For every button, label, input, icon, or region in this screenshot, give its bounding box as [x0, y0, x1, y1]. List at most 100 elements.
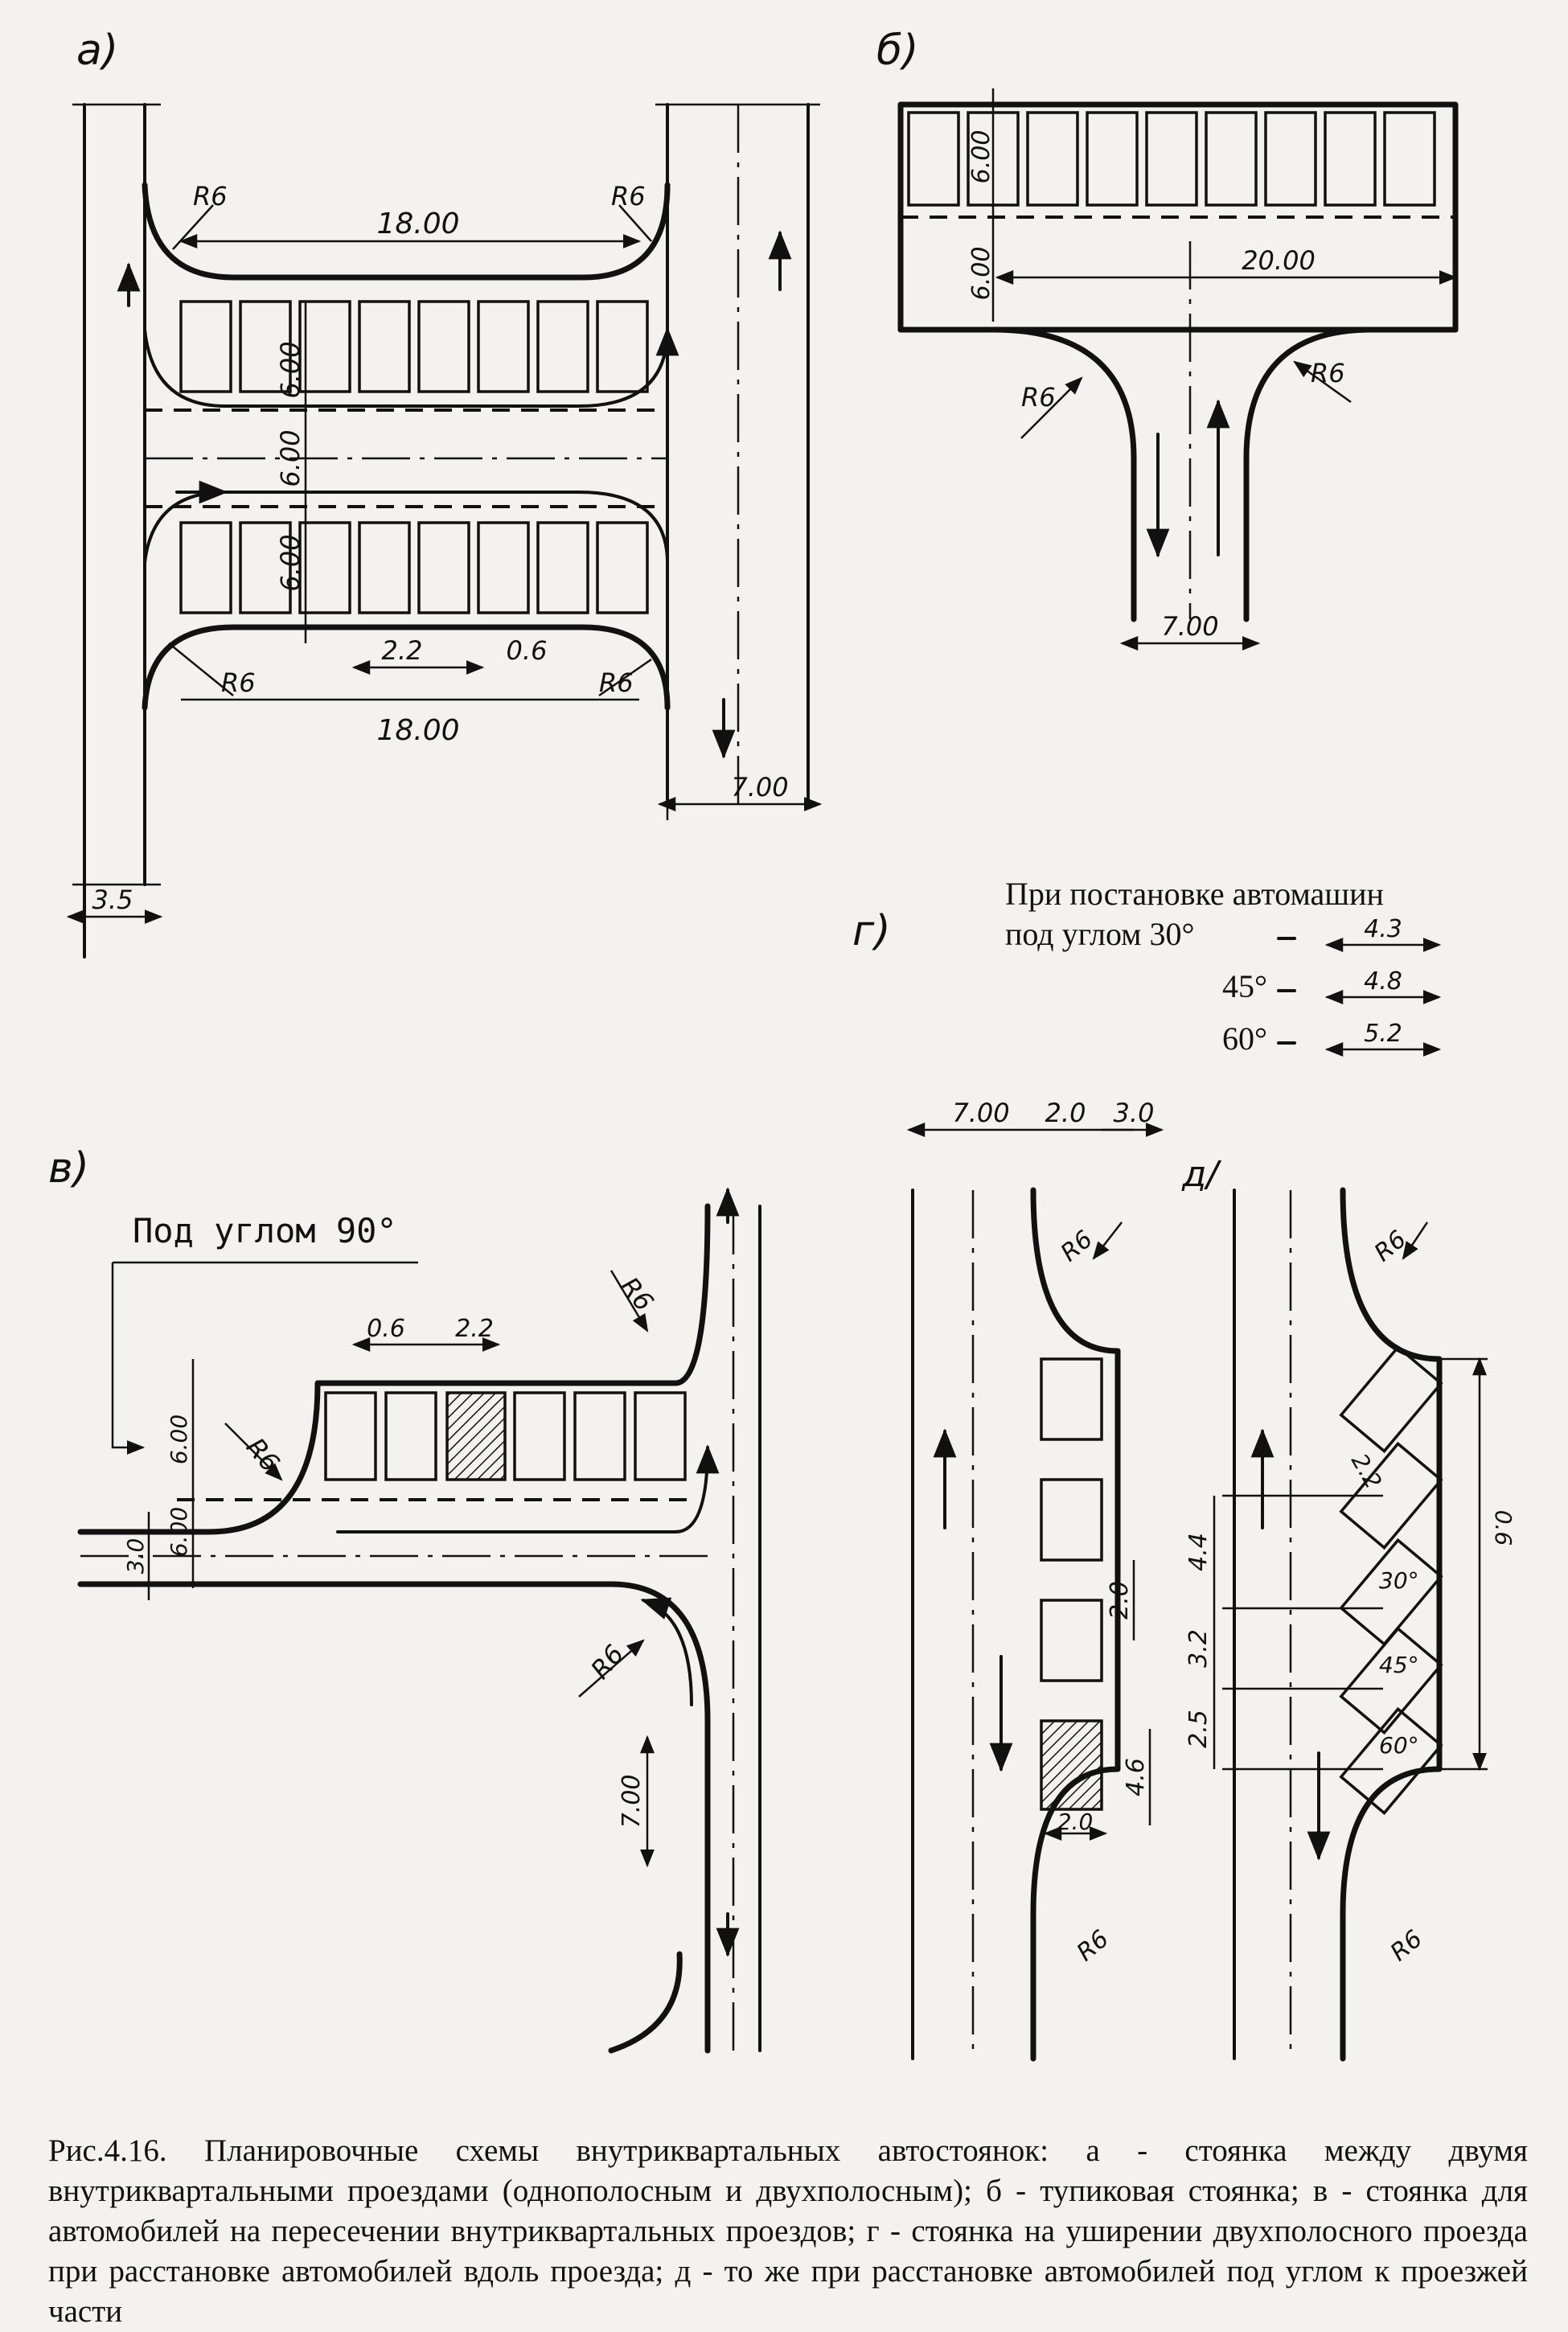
a-length-top: 18.00	[376, 207, 459, 240]
parking-layout-figure: а) 18.00 18.00 6.00 6.00 6.00	[48, 27, 1517, 2062]
a-stall-bottom	[477, 521, 530, 614]
d-angle-30: 30°	[1379, 1567, 1419, 1594]
v-road-width: 7.00	[618, 1775, 646, 1829]
d-gap: 0.6	[1490, 1510, 1517, 1546]
a-depth-top: 6.00	[275, 341, 306, 398]
a-stall-top	[417, 300, 470, 393]
a-radius-top-right: R6	[611, 181, 646, 211]
a-stall-bottom	[417, 521, 470, 614]
v-top-road-edge	[77, 1203, 711, 1535]
v-stall	[384, 1391, 437, 1481]
b-stall	[907, 111, 960, 207]
b-aisle: 6.00	[967, 247, 995, 301]
v-title: Под углом 90°	[133, 1211, 397, 1250]
a-radius-top-left: R6	[193, 181, 228, 211]
g-angle-value: 4.3	[1364, 915, 1402, 943]
b-depth: 6.00	[967, 130, 995, 184]
panel-g-label: г)	[852, 907, 891, 955]
g-heading-line2: под углом 30°	[1005, 916, 1195, 952]
g-stall-2	[1040, 1478, 1103, 1562]
panel-b: б) 6.00 6.00 20.00 R6 R6 7.00	[876, 27, 1459, 651]
a-stall-bottom	[358, 521, 411, 614]
a-gap: 0.6	[507, 635, 548, 666]
a-stall-top	[477, 300, 530, 393]
d-step-30: 4.4	[1184, 1533, 1213, 1571]
panel-v: в) Под углом 90° 0.6 2.2 6.00 6.00 3.0 R…	[48, 1144, 761, 2054]
caption-text: Рис.4.16. Планировочные схемы внутриквар…	[48, 2133, 1528, 2329]
a-radius-bottom-left: R6	[221, 667, 256, 698]
g-hatched-stall	[1040, 1719, 1103, 1811]
b-left-road-edge	[897, 326, 1137, 622]
g-road-width: 7.00	[952, 1098, 1009, 1128]
g-hatched-length: 4.6	[1122, 1758, 1150, 1796]
d-angled-stall	[1339, 1626, 1443, 1735]
g-widening-curb	[1030, 1187, 1121, 2062]
v-aisle: 6.00	[166, 1507, 192, 1557]
g-angle-table: 4.345°4.860°5.2	[1222, 915, 1442, 1057]
b-stall	[1264, 111, 1317, 207]
g-angle-value: 4.8	[1364, 967, 1402, 996]
g-widening: 2.0	[1045, 1098, 1086, 1128]
v-stall	[573, 1391, 626, 1481]
d-angled-stalls	[1339, 1345, 1443, 1816]
d-angle-45: 45°	[1379, 1652, 1419, 1678]
a-stall-width: 2.2	[382, 635, 423, 666]
panel-d: д/ 4.4 3.2 2.5 0.6 2.2 30° 45° 60° R6 R6	[1181, 1154, 1517, 2062]
b-stall	[1026, 111, 1079, 207]
b-stall	[1383, 111, 1436, 207]
a-stall-top	[358, 300, 411, 393]
d-angle-60: 60°	[1379, 1732, 1419, 1759]
d-step-45: 3.2	[1184, 1629, 1213, 1668]
a-stall-top	[536, 300, 589, 393]
a-stall-bottom	[298, 521, 351, 614]
a-stall-bottom	[239, 521, 292, 614]
a-stalls-top	[179, 300, 649, 393]
d-angled-stall	[1339, 1345, 1443, 1454]
v-gap: 0.6	[367, 1315, 405, 1343]
a-lane-left: 3.5	[92, 885, 133, 915]
g-stall-3	[1040, 1599, 1103, 1682]
d-widening-curb	[1340, 1187, 1443, 2062]
g-walk: 3.0	[1114, 1098, 1155, 1128]
a-lane-right: 7.00	[731, 772, 788, 803]
b-stall	[1145, 111, 1198, 207]
b-stall	[1205, 111, 1258, 207]
v-stall-width: 2.2	[455, 1315, 494, 1343]
a-length-bottom: 18.00	[376, 714, 459, 747]
a-stall-top	[298, 300, 351, 393]
d-angled-stall	[1339, 1441, 1443, 1550]
d-step-60: 2.5	[1184, 1710, 1213, 1748]
a-stall-bottom	[536, 521, 589, 614]
a-stall-bottom	[179, 521, 232, 614]
g-radius-top: R6	[1056, 1226, 1098, 1267]
b-radius-right: R6	[1311, 358, 1345, 388]
panel-a: а) 18.00 18.00 6.00 6.00 6.00	[66, 27, 823, 959]
v-stall	[513, 1391, 566, 1481]
g-heading-line1: При постановке автомашин	[1005, 876, 1384, 912]
b-stall	[1086, 111, 1139, 207]
a-aisle: 6.00	[275, 429, 306, 487]
b-right-road-edge	[1243, 326, 1459, 622]
v-lane: 3.0	[122, 1538, 149, 1575]
panel-b-label: б)	[876, 27, 918, 75]
d-stall-width: 2.2	[1346, 1449, 1387, 1493]
b-radius-left: R6	[1021, 382, 1056, 413]
a-bottom-block-curb	[142, 624, 671, 711]
d-angled-stall	[1339, 1706, 1443, 1816]
d-radius-bottom: R6	[1385, 1925, 1428, 1967]
g-radius-bottom: R6	[1072, 1925, 1114, 1967]
d-angled-stall	[1339, 1538, 1443, 1647]
a-stall-bottom	[596, 521, 649, 614]
b-stall	[1324, 111, 1377, 207]
b-road-width: 7.00	[1161, 611, 1218, 642]
a-stall-top	[179, 300, 232, 393]
a-top-block-curb	[142, 182, 671, 281]
b-length: 20.00	[1242, 245, 1316, 276]
a-stall-top	[596, 300, 649, 393]
d-radius-top: R6	[1369, 1226, 1412, 1267]
v-stalls	[324, 1391, 687, 1481]
a-radius-bottom-right: R6	[599, 667, 634, 698]
g-angle-label: 60°	[1222, 1020, 1267, 1057]
g-angle-label: 45°	[1222, 968, 1267, 1004]
v-depth: 6.00	[166, 1414, 192, 1464]
